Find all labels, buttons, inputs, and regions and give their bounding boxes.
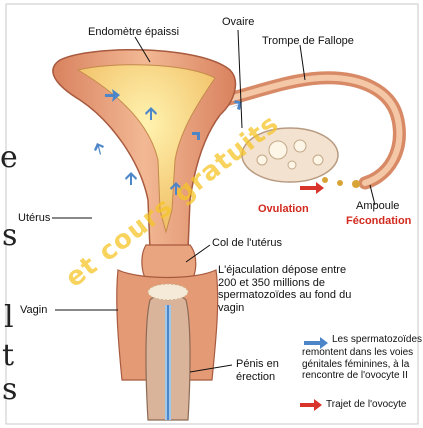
legend-sperm-line: génitales féminines, à la <box>302 359 413 371</box>
label-endometre: Endomètre épaissi <box>88 26 179 39</box>
ejaculation-line: 200 et 350 millions de <box>218 277 351 290</box>
ejaculation-note: L'éjaculation dépose entre 200 et 350 mi… <box>218 264 351 315</box>
penis-line: érection <box>236 371 279 384</box>
ejaculation-line: spermatozoïdes au fond du <box>218 289 351 302</box>
legend-sperm: Les spermatozoïdes <box>332 334 422 346</box>
bg-letter: s <box>2 218 17 253</box>
legend-oocyte: Trajet de l'ovocyte <box>326 399 406 411</box>
legend-sperm-line: Les spermatozoïdes <box>332 334 422 346</box>
label-uterus: Utérus <box>18 212 50 225</box>
label-trompe: Trompe de Fallope <box>262 35 354 48</box>
label-ovulation: Ovulation <box>258 203 309 216</box>
bg-letter: t <box>2 338 14 373</box>
legend-sperm-line: rencontre de l'ovocyte II <box>302 370 413 382</box>
legend-sperm-cont: remontent dans les voies génitales fémin… <box>302 347 413 382</box>
ejaculation-line: L'éjaculation dépose entre <box>218 264 351 277</box>
sperm-deposit <box>148 284 188 300</box>
legend-sperm-line: remontent dans les voies <box>302 347 413 359</box>
legend-oocyte-arrow <box>300 399 322 411</box>
bg-letter: s <box>2 372 17 407</box>
bg-letter: e <box>0 140 18 175</box>
oocyte-arrow <box>300 182 324 194</box>
label-fecondation: Fécondation <box>346 215 411 228</box>
penis-line: Pénis en <box>236 358 279 371</box>
label-ovaire: Ovaire <box>222 16 254 29</box>
penis-label: Pénis en érection <box>236 358 279 383</box>
label-ampoule: Ampoule <box>356 200 399 213</box>
label-col: Col de l'utérus <box>212 237 282 250</box>
label-vagin: Vagin <box>20 304 47 317</box>
ejaculation-line: vagin <box>218 302 351 315</box>
bg-letter: l <box>4 300 14 335</box>
